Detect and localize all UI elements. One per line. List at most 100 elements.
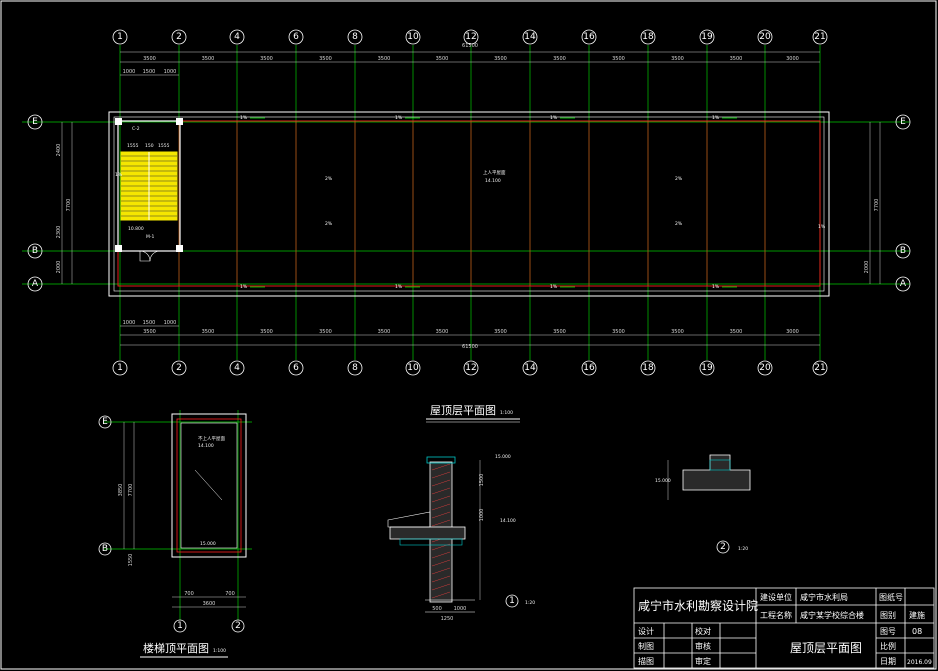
stair-axis-b: B [102, 544, 108, 554]
axis-bubble [288, 360, 304, 376]
axis-bubble [640, 29, 656, 45]
axis-label: 19 [701, 32, 713, 42]
axis-bubble [757, 29, 773, 45]
stair-room [117, 120, 181, 252]
axis-label: 12 [465, 32, 476, 42]
bay-dim: 3500 [436, 329, 449, 335]
institute-name: 咸宁市水利勘察设计院 [638, 598, 758, 613]
sub-dim: 1000 [123, 320, 136, 326]
detail1-scale: 1:20 [525, 600, 535, 606]
stair-bottom-dim-1: 700 [184, 591, 194, 597]
axis-bubble [229, 360, 245, 376]
axis-label-side: B [900, 246, 906, 256]
sub-dim: 1500 [143, 69, 156, 75]
axis-label: 20 [759, 363, 771, 373]
label-check: 校对 [695, 626, 711, 636]
axis-label: 2 [176, 363, 182, 373]
axis-label: 21 [814, 363, 825, 373]
axis-bubble-side [27, 114, 43, 130]
slope-label: 1% [550, 284, 558, 290]
sub-dim: 1000 [123, 69, 136, 75]
stair-flight [120, 151, 178, 221]
roof-elevation-value: 14.100 [485, 178, 501, 184]
slope-label: 2% [325, 176, 333, 182]
total-length-top: 61500 [462, 43, 478, 49]
axis-bubble [812, 29, 828, 45]
bay-dim: 3500 [612, 329, 625, 335]
side-dim-right: 2000 [864, 261, 870, 274]
label-client: 建设单位 [760, 592, 792, 602]
axis-bubble [757, 360, 773, 376]
stair-side-dim-2: 7700 [128, 484, 134, 497]
axis-bubble [522, 29, 538, 45]
axis-bubble-side [895, 114, 911, 130]
axis-label: 4 [234, 363, 240, 373]
axis-label-side: E [900, 117, 906, 127]
detail1-elev-top: 15.000 [495, 454, 511, 460]
slope-label: 1% [712, 115, 720, 121]
label-project: 工程名称 [760, 610, 792, 620]
detail2-scale: 1:20 [738, 546, 748, 552]
detail1-dim-3: 1000 [454, 606, 467, 612]
axis-label: 21 [814, 32, 825, 42]
total-length-bottom: 61500 [462, 344, 478, 350]
axis-label: 14 [524, 32, 536, 42]
bay-dim: 3500 [319, 329, 332, 335]
axis-bubble [288, 29, 304, 45]
value-sheet: 08 [912, 627, 922, 636]
sub-dim: 1000 [164, 69, 177, 75]
label-drawing-no: 图纸号 [879, 592, 903, 602]
stair-axis-2: 2 [235, 621, 241, 631]
axis-label: 16 [583, 363, 595, 373]
slope-label: 1% [395, 115, 403, 121]
axis-bubble [405, 29, 421, 45]
detail1-bubble: 1 [509, 596, 515, 606]
bay-dim: 3500 [553, 329, 566, 335]
axis-bubble-side [27, 276, 43, 292]
parapet-outline [108, 111, 830, 297]
side-dim: 2400 [56, 144, 62, 157]
value-project: 咸宁某学校综合楼 [800, 610, 864, 620]
axis-bubble [405, 360, 421, 376]
slope-label: 2% [675, 221, 683, 227]
axis-bubble [112, 360, 128, 376]
stair-roof-elev-bottom: 15.000 [200, 541, 216, 547]
axis-label-side: A [900, 279, 907, 289]
stair-roof-elev-label: 不上人平屋面 [198, 435, 225, 442]
title-block [633, 587, 935, 669]
axis-bubble-side [895, 243, 911, 259]
label-approve: 审定 [695, 656, 711, 666]
side-total-right: 7700 [874, 199, 880, 212]
detail1-height-2: 1000 [479, 509, 485, 522]
bay-dim: 3500 [260, 56, 273, 62]
slope-label: 1% [550, 115, 558, 121]
roof-plan-scale: 1:100 [500, 410, 513, 416]
stair-roof-plan: 不上人平屋面 14.100 15.000 E B 1 2 3850 7700 1… [98, 410, 252, 633]
detail1-dim-1: 500 [432, 606, 442, 612]
stair-dim-3: 1555 [158, 143, 170, 149]
stair-axis-1: 1 [177, 621, 183, 631]
bay-dim: 3500 [494, 329, 507, 335]
window-label: C-2 [132, 126, 140, 132]
roof-plan: C-2 1555 150 1555 M-1 10.800 上人平屋面 14.10… [22, 45, 910, 360]
label-sheet: 图号 [880, 627, 896, 636]
stair-side-dim-3: 1550 [128, 554, 134, 567]
parapet-section-detail: 500 1250 1000 1500 1000 15.000 14.100 1 … [387, 454, 535, 622]
side-dim: 2000 [56, 261, 62, 274]
value-category: 建施 [909, 610, 925, 620]
label-review: 审核 [695, 641, 711, 651]
axis-bubble [171, 360, 187, 376]
bay-dim: 3500 [436, 56, 449, 62]
detail1-dim-2: 1250 [441, 616, 454, 622]
bay-dim: 3000 [786, 329, 799, 335]
axis-bubble [347, 360, 363, 376]
label-desc: 描图 [638, 656, 654, 666]
roof-elevation-label: 上人平屋面 [483, 169, 506, 176]
axis-bubble [171, 29, 187, 45]
label-date: 日期 [880, 657, 896, 666]
stair-plan-title: 楼梯顶平面图 [143, 641, 209, 655]
bay-dim: 3500 [202, 56, 215, 62]
value-client: 咸宁市水利局 [800, 592, 848, 602]
